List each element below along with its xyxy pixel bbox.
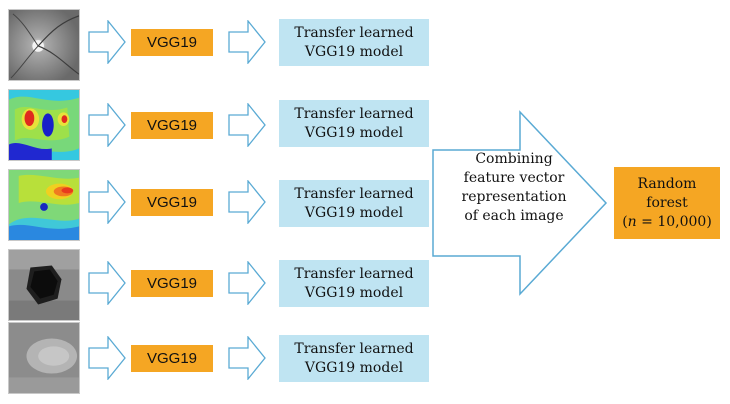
arrow-icon: [228, 180, 266, 224]
transfer-label-line2: VGG19 model: [304, 204, 404, 221]
combine-line3: representation: [461, 189, 567, 205]
transfer-label-line1: Transfer learned: [294, 340, 414, 357]
n-variable: n: [627, 213, 637, 230]
arrow-icon: [228, 336, 266, 380]
arrow-icon: [88, 20, 126, 64]
transfer-label-line2: VGG19 model: [304, 124, 404, 141]
transfer-label-line1: Transfer learned: [294, 185, 414, 202]
arrow-icon: [88, 103, 126, 147]
combine-arrow-label: Combining feature vector representation …: [444, 150, 584, 226]
combine-line2: feature vector: [463, 170, 565, 186]
open-paren: (: [622, 213, 628, 230]
grayscale-scan-image-2: [8, 322, 80, 394]
combine-line4: of each image: [464, 208, 564, 224]
transfer-label-line1: Transfer learned: [294, 24, 414, 41]
n-equals-value: = 10,000: [636, 213, 707, 230]
random-forest-line2: forest: [646, 194, 688, 211]
close-paren: ): [706, 213, 712, 230]
thickness-map-image-1: [8, 89, 80, 161]
combine-line1: Combining: [475, 151, 553, 167]
grayscale-scan-image-1: [8, 249, 80, 321]
arrow-icon: [228, 261, 266, 305]
fundus-photo-image: [8, 9, 80, 81]
vgg19-box: VGG19: [131, 29, 213, 56]
vgg19-box: VGG19: [131, 112, 213, 139]
random-forest-n-value: (n = 10,000): [622, 213, 712, 232]
arrow-icon: [88, 336, 126, 380]
arrow-icon: [228, 103, 266, 147]
vgg19-box: VGG19: [131, 189, 213, 216]
arrow-icon: [228, 20, 266, 64]
transfer-label-line2: VGG19 model: [304, 284, 404, 301]
random-forest-line1: Random: [637, 175, 697, 192]
vgg19-box: VGG19: [131, 270, 213, 297]
transfer-label-line1: Transfer learned: [294, 265, 414, 282]
random-forest-box: Random forest (n = 10,000): [614, 167, 720, 239]
thickness-map-image-2: [8, 169, 80, 241]
vgg19-box: VGG19: [131, 345, 213, 372]
arrow-icon: [88, 180, 126, 224]
transfer-label-line2: VGG19 model: [304, 359, 404, 376]
arrow-icon: [88, 261, 126, 305]
transfer-label-line1: Transfer learned: [294, 105, 414, 122]
combine-arrow-icon: [432, 110, 608, 296]
transfer-label-line2: VGG19 model: [304, 43, 404, 60]
